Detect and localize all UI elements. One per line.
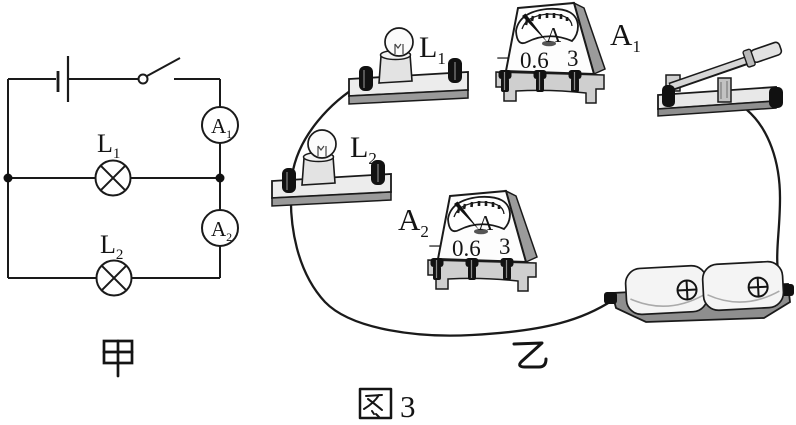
pictorial-ammeter1-label: A1 [610, 17, 641, 56]
battery-symbol [56, 56, 70, 102]
battery-pictorial [604, 260, 794, 323]
plus-symbol-icon [676, 279, 698, 301]
ammeter-a1-face-text: A − 0.6 3 [496, 23, 579, 73]
schematic-lamp2-label: L2 [100, 230, 123, 263]
schematic-panel: A1 A2 L1 L2 [3, 56, 239, 378]
junction-dot-left [3, 173, 13, 183]
switch-contact-clip [717, 77, 732, 103]
pictorial-panel: L1 L2 A − 0.6 3 A1 A − 0.6 3 A2 [271, 1, 794, 369]
switch-symbol [137, 57, 181, 85]
ammeter-a1-symbol: A1 [201, 106, 239, 144]
svg-text:A1: A1 [211, 114, 232, 141]
clip-lines [720, 81, 728, 99]
ammeter-a1-pictorial [494, 1, 607, 105]
ammeter-a2-symbol: A2 [201, 209, 239, 247]
cell-shading [707, 290, 780, 303]
a2-scale-high: 3 [499, 234, 511, 259]
schematic-lamp1-label: L1 [97, 129, 120, 162]
lamp-l1-pictorial [348, 27, 469, 105]
wire-lamp1-to-battery [289, 82, 615, 337]
pictorial-lamp1-label: L1 [419, 31, 446, 68]
ammeter-a2-pictorial [426, 189, 539, 293]
a1-scale-low: 0.6 [520, 48, 549, 73]
pictorial-lamp2-label: L2 [350, 131, 377, 168]
battery-cell-left [624, 264, 709, 316]
handle-collar [742, 48, 756, 68]
switch-terminal-left [662, 85, 675, 107]
svg-text:A2: A2 [211, 217, 232, 244]
a2-scale-minus: − [428, 234, 442, 260]
switch-lever-line [146, 57, 181, 77]
lamp-cross [99, 164, 127, 192]
a1-scale-high: 3 [567, 46, 579, 71]
caption-number: 3 [400, 389, 416, 424]
caption-hanzi-tu [358, 387, 393, 420]
a1-dial-letter: A [546, 23, 562, 47]
cell-shading [630, 294, 704, 307]
panel-label-jia [102, 339, 134, 378]
pictorial-ammeter2-label: A2 [398, 202, 429, 241]
plus-symbol-icon [747, 276, 769, 298]
switch-pivot [137, 73, 149, 85]
lamp-l2-pictorial [271, 129, 392, 207]
panel-label-yi [512, 341, 548, 369]
a2-scale-low: 0.6 [452, 236, 481, 261]
switch-pictorial [657, 41, 783, 117]
battery-cell-right [701, 260, 785, 312]
ammeter-a2-face-text: A − 0.6 3 [428, 211, 511, 261]
switch-blade [670, 55, 754, 90]
switch-terminal-right [769, 87, 783, 108]
junction-dot-right [215, 173, 225, 183]
a2-dial-letter: A [478, 211, 494, 235]
lamp-l1-symbol [94, 159, 132, 197]
lamp-cross [100, 264, 128, 292]
battery-terminal-left [604, 292, 617, 304]
figure-caption: 3 [358, 387, 416, 424]
switch-handle [742, 41, 783, 68]
lamp-l2-symbol [95, 259, 133, 297]
a1-scale-minus: − [496, 46, 510, 72]
